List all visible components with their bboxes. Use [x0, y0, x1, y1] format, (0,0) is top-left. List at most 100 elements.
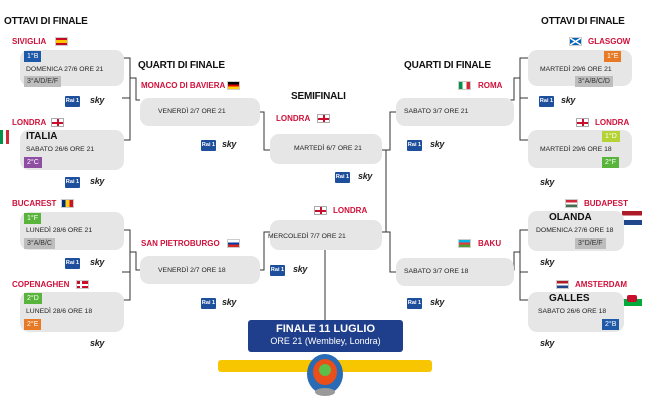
match-city: LONDRA — [276, 114, 311, 123]
hungary-flag-icon — [565, 199, 578, 208]
rai1-logo-icon: Rai 1 — [407, 140, 422, 151]
russia-flag-icon — [227, 239, 240, 248]
header-semifinali: SEMIFINALI — [291, 91, 346, 102]
denmark-flag-icon — [76, 280, 89, 289]
netherlands-flag-icon — [622, 211, 642, 225]
rai1-logo-icon: Rai 1 — [270, 265, 285, 276]
slot-top: 1°D — [602, 131, 620, 142]
sky-logo-icon: sky — [430, 139, 445, 149]
match-card[interactable] — [270, 134, 382, 164]
slot-bottom: 2°C — [24, 157, 42, 168]
final-box[interactable]: FINALE 11 LUGLIO ORE 21 (Wembley, Londra… — [248, 320, 403, 352]
azerbaijan-flag-icon — [458, 239, 471, 248]
rai1-logo-icon: Rai 1 — [201, 298, 216, 309]
sky-logo-icon: sky — [222, 297, 237, 307]
team-name: ITALIA — [26, 131, 58, 142]
sky-logo-icon: sky — [540, 338, 555, 348]
england-flag-icon — [314, 206, 327, 215]
slot-bottom: 3°A/B/C — [24, 238, 55, 249]
rai1-logo-icon: Rai 1 — [539, 96, 554, 107]
sky-logo-icon: sky — [540, 177, 555, 187]
match-city: SAN PIETROBURGO — [141, 239, 220, 248]
germany-flag-icon — [227, 81, 240, 90]
sky-logo-icon: sky — [222, 139, 237, 149]
match-date: MERCOLEDÌ 7/7 ORE 21 — [268, 233, 346, 240]
italy-flag-icon — [458, 81, 471, 90]
match-city: GLASGOW — [588, 37, 631, 46]
match-card[interactable] — [140, 256, 260, 284]
match-date: MARTEDÌ 29/6 ORE 21 — [540, 66, 612, 73]
match-date: SABATO 26/6 ORE 18 — [538, 308, 607, 315]
final-title: FINALE 11 LUGLIO — [275, 323, 375, 335]
match-city: MONACO DI BAVIERA — [141, 81, 226, 90]
sky-logo-icon: sky — [430, 297, 445, 307]
match-date: LUNEDÌ 28/6 ORE 21 — [26, 227, 93, 234]
england-flag-icon — [576, 118, 589, 127]
romania-flag-icon — [61, 199, 74, 208]
match-date: MARTEDÌ 6/7 ORE 21 — [294, 145, 362, 152]
header-quarti-right: QUARTI DI FINALE — [404, 60, 491, 71]
england-flag-icon — [317, 114, 330, 123]
scotland-flag-icon — [569, 37, 582, 46]
trophy-logo-icon — [307, 354, 343, 396]
netherlands-flag-icon — [556, 280, 569, 289]
match-city: LONDRA — [12, 118, 47, 127]
rai1-logo-icon: Rai 1 — [201, 140, 216, 151]
match-city: ROMA — [478, 81, 503, 90]
slot-top: 2°D — [24, 293, 42, 304]
rai1-logo-icon: Rai 1 — [407, 298, 422, 309]
match-city: BAKU — [478, 239, 502, 248]
sky-logo-icon: sky — [293, 264, 308, 274]
slot-bottom: 3°A/B/C/D — [575, 76, 613, 87]
match-date: DOMENICA 27/6 ORE 18 — [536, 227, 614, 234]
rai1-logo-icon: Rai 1 — [335, 172, 350, 183]
italy-flag-icon — [0, 130, 9, 144]
match-date: SABATO 3/7 ORE 21 — [404, 108, 469, 115]
match-card[interactable] — [396, 258, 514, 286]
slot-top: 1°B — [24, 51, 42, 62]
match-date: VENERDÌ 2/7 ORE 21 — [158, 108, 226, 115]
team-name: GALLES — [549, 293, 590, 304]
match-city: AMSTERDAM — [575, 280, 627, 289]
england-flag-icon — [51, 118, 64, 127]
team-name: OLANDA — [549, 212, 592, 223]
sky-logo-icon: sky — [540, 257, 555, 267]
slot-bottom: 2°E — [24, 319, 42, 330]
slot-bottom: 3°A/D/E/F — [24, 76, 62, 87]
match-city: BUDAPEST — [584, 199, 629, 208]
slot-bottom: 3°D/E/F — [575, 238, 606, 249]
sky-logo-icon: sky — [90, 176, 105, 186]
slot-top: 1°F — [24, 213, 41, 224]
wales-flag-icon — [622, 292, 642, 306]
match-date: MARTEDÌ 29/6 ORE 18 — [540, 146, 612, 153]
slot-top: 1°E — [604, 51, 622, 62]
match-city: BUCAREST — [12, 199, 57, 208]
match-city: LONDRA — [595, 118, 630, 127]
rai1-logo-icon: Rai 1 — [65, 258, 80, 269]
header-quarti-left: QUARTI DI FINALE — [138, 60, 225, 71]
header-ottavi-left: OTTAVI DI FINALE — [4, 16, 88, 27]
header-ottavi-right: OTTAVI DI FINALE — [541, 16, 625, 27]
match-card[interactable] — [140, 98, 260, 126]
slot-bottom: 2°B — [602, 319, 620, 330]
match-city: SIVIGLIA — [12, 37, 47, 46]
rai1-logo-icon: Rai 1 — [65, 177, 80, 188]
sky-logo-icon: sky — [561, 95, 576, 105]
sky-logo-icon: sky — [358, 171, 373, 181]
match-card[interactable] — [396, 98, 514, 126]
spain-flag-icon — [55, 37, 68, 46]
rai1-logo-icon: Rai 1 — [65, 96, 80, 107]
match-date: VENERDÌ 2/7 ORE 18 — [158, 267, 226, 274]
sky-logo-icon: sky — [90, 257, 105, 267]
slot-bottom: 2°F — [602, 157, 619, 168]
sky-logo-icon: sky — [90, 95, 105, 105]
match-date: LUNEDÌ 28/6 ORE 18 — [26, 308, 93, 315]
match-card[interactable] — [270, 220, 382, 250]
match-date: DOMENICA 27/6 ORE 21 — [26, 66, 104, 73]
match-city: COPENAGHEN — [12, 280, 70, 289]
match-date: SABATO 26/6 ORE 21 — [26, 146, 95, 153]
match-date: SABATO 3/7 ORE 18 — [404, 268, 469, 275]
sky-logo-icon: sky — [90, 338, 105, 348]
match-city: LONDRA — [333, 206, 368, 215]
